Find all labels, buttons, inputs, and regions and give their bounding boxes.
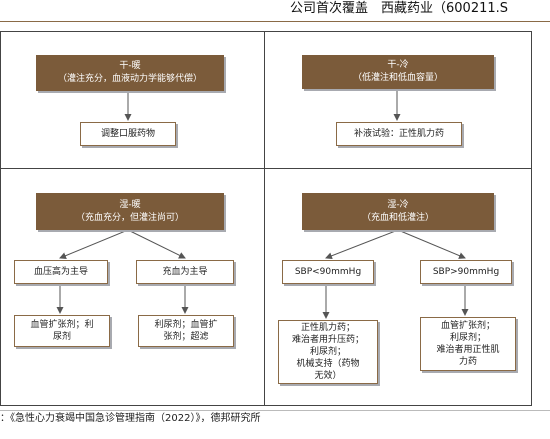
wet-cold-right-result-line: 力药 [458,357,477,367]
dry-warm-box: 干-暖 （灌注充分，血液动力学能够代偿） [36,55,224,91]
wet-warm-box: 湿-暖 （充血充分，但灌注尚可） [36,193,224,230]
wet-warm-subtitle: （充血充分，但灌注尚可） [75,212,184,223]
wet-cold-left-result-line: 难治者用升压药； [291,335,364,345]
wet-warm-title: 湿-暖 [119,199,141,210]
wet-cold-left-branch-label: SBP<90mmHg [294,267,362,277]
wet-cold-left-result-line: 机械支持（药物 [296,359,360,369]
dry-warm-action-box: 调整口服药物 [80,122,176,146]
dry-warm-title: 干-暖 [119,61,141,71]
report-header: 公司首次覆盖 西藏药业（600211.S [290,1,509,16]
wet-warm-right-branch: 充血为主导 [136,260,234,284]
wet-cold-left-result-line: 利尿剂； [309,347,346,357]
wet-cold-right-result-line: 难治者用正性肌 [436,345,500,355]
wet-cold-right-result-line: 血管扩张剂； [440,321,495,331]
wet-warm-left-branch-label: 血压高为主导 [33,267,88,277]
dry-cold-box: 干-冷 （低灌注和低血容量） [302,55,494,89]
dry-cold-action: 补液试验：正性肌力药 [353,129,444,139]
wet-cold-left-result-line: 正性肌力药； [300,323,355,333]
dry-warm-action: 调整口服药物 [100,129,155,139]
wet-cold-subtitle: （充血和低灌注） [361,212,434,223]
header-divider [0,21,550,22]
wet-cold-left-branch: SBP<90mmHg [282,260,374,284]
dry-cold-title: 干-冷 [387,60,409,70]
dry-cold-subtitle: （低灌注和低血容量） [352,73,443,83]
wet-warm-right-result: 利尿剂；血管扩 张剂；超滤 [138,315,234,347]
wet-cold-left-result: 正性肌力药； 难治者用升压药； 利尿剂； 机械支持（药物 无效） [278,320,378,384]
wet-cold-right-branch: SBP>90mmHg [420,260,512,284]
wet-warm-left-result-line: 血管扩张剂；利 [30,320,94,330]
wet-warm-left-result: 血管扩张剂；利 尿剂 [14,315,110,347]
wet-warm-left-branch: 血压高为主导 [14,260,108,284]
wet-cold-right-result-line: 利尿剂； [449,333,486,343]
wet-cold-right-result: 血管扩张剂； 利尿剂； 难治者用正性肌 力药 [420,317,516,371]
wet-warm-right-result-line: 利尿剂；血管扩 [154,320,218,330]
panel-dry-warm [0,31,266,170]
source-note: ：《急性心力衰竭中国急诊管理指南（2022）》，德邦研究所 [0,413,261,424]
wet-cold-right-branch-label: SBP>90mmHg [432,267,500,277]
dry-warm-subtitle: （灌注充分，血液动力学能够代偿） [57,74,202,84]
wet-cold-title: 湿-冷 [387,199,409,210]
wet-warm-right-result-line: 张剂；超滤 [163,332,209,342]
wet-warm-right-branch-label: 充血为主导 [162,267,208,277]
dry-cold-action-box: 补液试验：正性肌力药 [336,122,462,146]
footer-divider [0,410,550,411]
wet-warm-left-result-line: 尿剂 [52,332,71,342]
wet-cold-left-result-line: 无效） [314,371,342,381]
wet-cold-box: 湿-冷 （充血和低灌注） [302,193,494,230]
